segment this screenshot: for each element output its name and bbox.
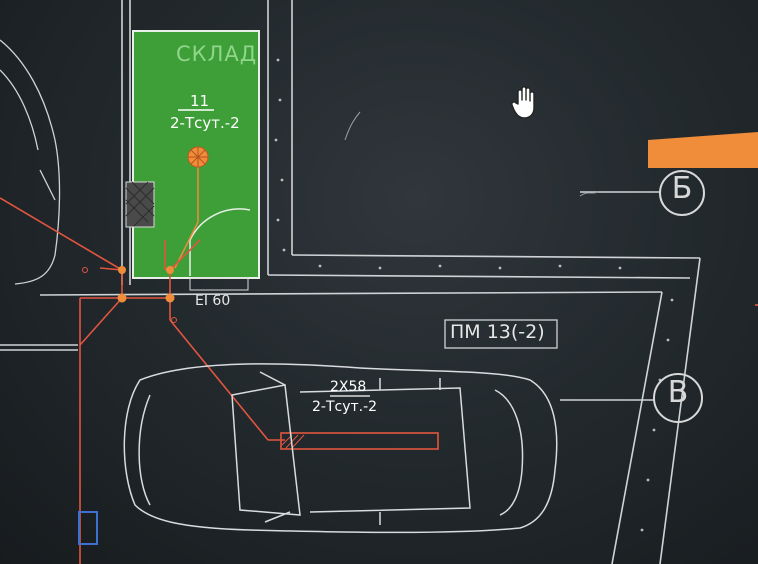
car-outline (123, 363, 558, 534)
door-rating-box (189, 277, 249, 291)
car-number: 2X58 (330, 379, 367, 395)
blue-marker (78, 511, 98, 545)
red-wiring (0, 197, 758, 564)
room-number: 11 (190, 92, 210, 110)
cabinet-outline[interactable] (280, 432, 439, 450)
left-car-outline (0, 39, 61, 285)
room-name: СКЛАД (176, 42, 258, 66)
axis-b-marker[interactable] (659, 170, 705, 216)
axis-v-label: В (667, 375, 689, 410)
hand-cursor-icon (511, 86, 535, 119)
orange-marker (648, 132, 758, 168)
axis-b-label: Б (671, 171, 693, 206)
door-rating: EI 60 (195, 293, 231, 309)
parking-label: ПМ 13(-2) (450, 321, 545, 343)
wall-lines (0, 0, 701, 564)
car-description: 2-Тсут.-2 (312, 399, 378, 415)
door-swing (189, 208, 251, 276)
wall-hatch-dots (274, 58, 674, 532)
parking-label-box (444, 319, 558, 349)
grille-hatch (125, 181, 155, 227)
room-description: 2-Тсут.-2 (170, 114, 240, 132)
axis-v-marker[interactable] (653, 373, 703, 423)
cabinet-hatch (281, 434, 305, 449)
